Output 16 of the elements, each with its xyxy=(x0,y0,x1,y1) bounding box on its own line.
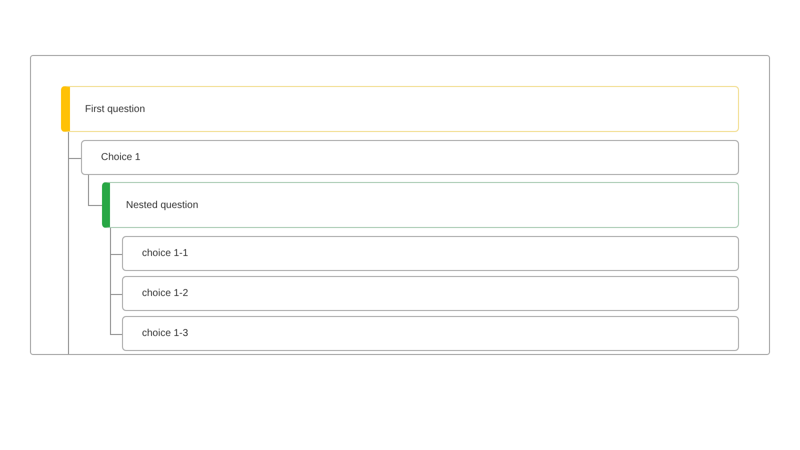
choice-text: choice 1-1 xyxy=(142,247,188,260)
choice-text: choice 1-2 xyxy=(142,287,188,300)
question-card xyxy=(61,86,739,132)
tree-connector xyxy=(88,174,102,206)
choice-card xyxy=(122,316,739,351)
question-text: First question xyxy=(85,102,146,116)
choice-card xyxy=(81,140,739,175)
question-card xyxy=(102,182,739,228)
choice-text: choice 1-3 xyxy=(142,327,188,340)
question-text: Nested question xyxy=(126,198,198,212)
tree-connector xyxy=(68,132,82,354)
choice-text: Choice 1 xyxy=(101,151,140,164)
choice-card xyxy=(122,276,739,311)
choice-card xyxy=(122,236,739,271)
tree-connector xyxy=(110,228,122,335)
panel xyxy=(30,55,770,355)
